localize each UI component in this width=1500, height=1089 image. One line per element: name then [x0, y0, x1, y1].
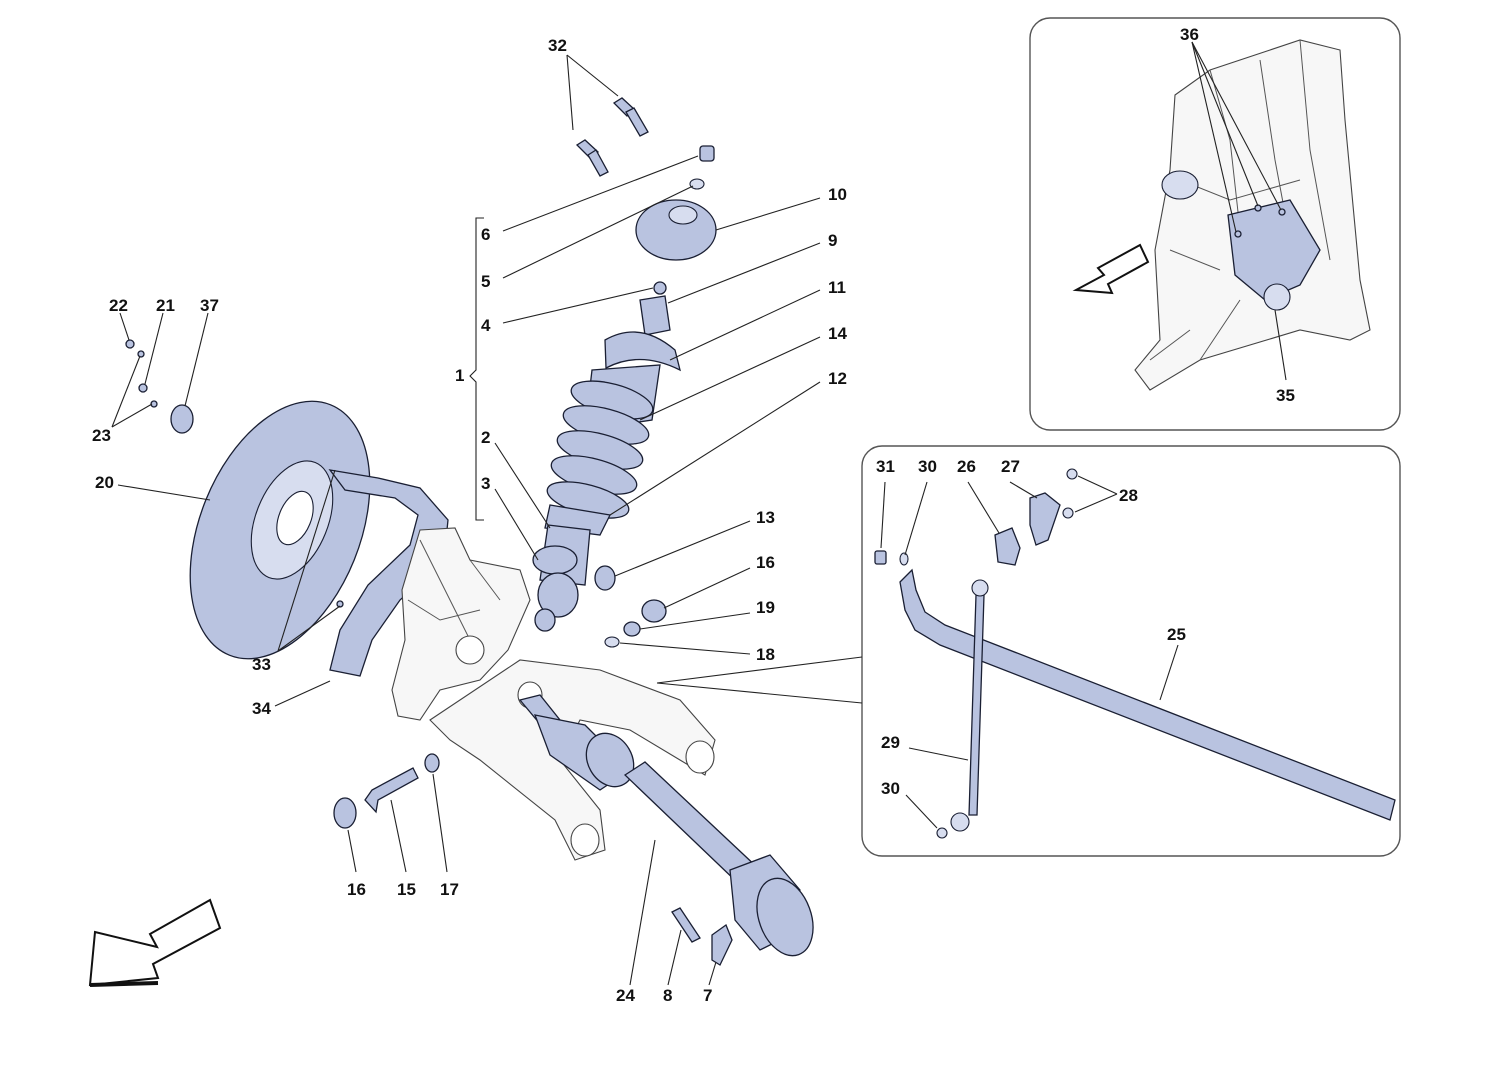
callout-14: 14 [828, 324, 847, 343]
callout-19: 19 [756, 598, 775, 617]
callout-25: 25 [1167, 625, 1186, 644]
lower-eye [537, 572, 579, 618]
output-flange [756, 877, 814, 957]
drive-shaft-group: 24 8 7 [518, 694, 814, 1005]
callout-5: 5 [481, 272, 490, 291]
direction-arrow-icon [88, 898, 222, 987]
callout-30-bottom: 30 [881, 779, 900, 798]
callout-13: 13 [756, 508, 775, 527]
callout-36: 36 [1180, 25, 1199, 44]
callout-23: 23 [92, 426, 111, 445]
bush-13 [594, 565, 616, 591]
callout-26: 26 [957, 457, 976, 476]
callout-1: 1 [455, 366, 464, 385]
hub-carrier [391, 527, 531, 721]
callout-28: 28 [1119, 486, 1138, 505]
bush-17 [424, 753, 440, 773]
nut [874, 550, 887, 565]
inset-mount-bushing [1161, 170, 1199, 200]
cap-16 [641, 599, 667, 623]
callout-15: 15 [397, 880, 416, 899]
callout-6: 6 [481, 225, 490, 244]
stabilizer-bar [899, 568, 1396, 821]
inset-bearing [1263, 283, 1291, 311]
callout-27: 27 [1001, 457, 1020, 476]
callout-7: 7 [703, 986, 712, 1005]
brake-disc-group: 20 22 21 37 23 33 34 [92, 296, 449, 718]
spring-seat-11 [604, 331, 681, 372]
callout-24: 24 [616, 986, 635, 1005]
callout-3: 3 [481, 474, 490, 493]
stabilizer-frame [861, 445, 1401, 857]
callout-29: 29 [881, 733, 900, 752]
damper-collar-3 [532, 545, 578, 575]
bush-19 [623, 621, 641, 637]
bolt-32b [625, 107, 649, 137]
callout-4: 4 [481, 316, 491, 335]
callout-30-top: 30 [918, 457, 937, 476]
bolt-32a [587, 149, 609, 177]
callout-33: 33 [252, 655, 271, 674]
washer-18 [604, 636, 620, 648]
plate-7 [711, 923, 733, 966]
washer-5 [689, 178, 705, 190]
seal-ring [170, 404, 194, 434]
callout-10: 10 [828, 185, 847, 204]
bump-stop-9 [639, 295, 671, 336]
hub-carrier-group [391, 527, 716, 861]
washer-upper [899, 552, 909, 566]
shock-absorber-group: 32 6 5 4 1 2 3 10 9 11 14 12 13 16 19 18 [455, 36, 847, 664]
nut-6 [699, 145, 715, 162]
bushing [994, 527, 1021, 566]
bolt-8 [671, 907, 701, 943]
brake-shield [328, 469, 449, 677]
callout-16-right: 16 [756, 553, 775, 572]
pin-15 [364, 767, 419, 814]
callout-12: 12 [828, 369, 847, 388]
callout-35: 35 [1276, 386, 1295, 405]
lower-arm [429, 659, 716, 861]
callout-32: 32 [548, 36, 567, 55]
inset-subframe-view: 36 35 [1029, 17, 1401, 431]
cap-16-left [333, 797, 357, 829]
callout-20: 20 [95, 473, 114, 492]
callout-18: 18 [756, 645, 775, 664]
inset-stabilizer-view: 31 30 26 27 28 25 29 30 [861, 445, 1401, 857]
callout-9: 9 [828, 231, 837, 250]
callout-34: 34 [252, 699, 271, 718]
callout-22: 22 [109, 296, 128, 315]
coil-spring-14 [546, 380, 654, 519]
callout-16-left: 16 [347, 880, 366, 899]
stabilizer-link-top [971, 579, 989, 597]
callout-37: 37 [200, 296, 219, 315]
nut-4 [653, 281, 667, 295]
callout-8: 8 [663, 986, 672, 1005]
callout-31: 31 [876, 457, 895, 476]
washer-lower [936, 827, 948, 839]
clamp [1029, 492, 1061, 546]
stabilizer-link-bottom [950, 812, 970, 832]
inset-direction-arrow-icon [1072, 243, 1150, 295]
callout-2: 2 [481, 428, 490, 447]
inset-bracket [1227, 199, 1321, 301]
pivot-pin-group: 16 15 17 [333, 753, 459, 899]
callout-21: 21 [156, 296, 175, 315]
callout-17: 17 [440, 880, 459, 899]
callout-11: 11 [828, 278, 846, 297]
